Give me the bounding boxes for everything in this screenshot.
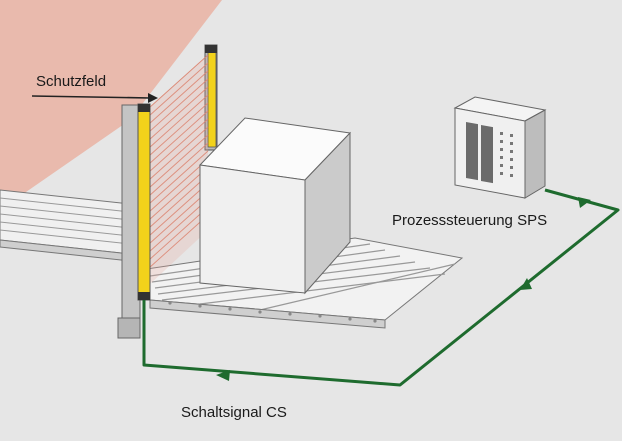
signal-arrows: [216, 197, 591, 381]
signal-line: [142, 188, 620, 387]
field-pointer: [31, 93, 158, 103]
arrow-icon: [520, 278, 532, 290]
arrow-icon: [578, 197, 591, 208]
light-curtain: [117, 44, 218, 339]
plc-cabinet-icon: [453, 96, 547, 199]
hazard-zone: [0, 0, 222, 210]
label-plc: Prozesssteuerung SPS: [392, 212, 548, 229]
label-switching-signal: Schaltsignal CS: [181, 404, 287, 421]
conveyor-left: [0, 189, 141, 263]
protective-field: [148, 54, 209, 269]
label-protective-field: Schutzfeld: [36, 73, 107, 90]
arrow-icon: [216, 370, 230, 381]
box: [198, 117, 352, 295]
